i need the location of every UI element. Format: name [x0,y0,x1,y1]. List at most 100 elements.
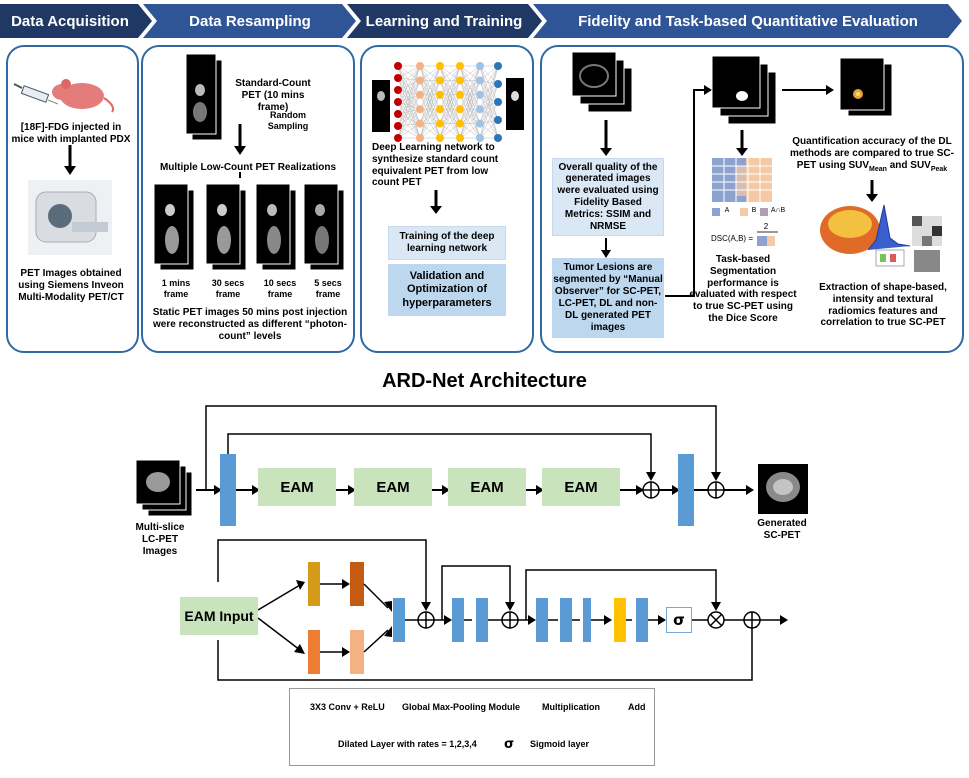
static-pet-text: Static PET images 50 mins post injection… [152,307,348,342]
nn-node [494,80,502,88]
nn-node [476,90,484,99]
dilated-block-2 [350,562,364,606]
dice-formula: DSC(A,B) = [710,234,753,243]
step-evaluation: Fidelity and Task-based Quantitative Eva… [578,12,918,30]
radiomics-graphic [820,204,942,272]
eam-conv-5 [560,598,572,642]
nn-node [456,105,464,114]
nn-node [476,134,484,142]
lesion-image-stack [839,57,893,117]
nn-node [436,105,444,114]
nn-node [476,105,484,114]
dilated-block-1 [308,562,320,606]
eam-conv-1 [393,598,405,642]
input-image-stack [135,459,193,517]
tumor-box: Tumor Lesions are segmented by “Manual O… [552,258,664,338]
eam-conv-7 [636,598,648,642]
eam-conv-4 [536,598,548,642]
output-image [758,464,808,514]
legend-b: B [751,207,757,214]
legend-sigmoid-label: Sigmoid layer [530,739,590,749]
nn-node [394,134,402,142]
nn-node [476,62,484,70]
nn-node [394,74,402,82]
standard-count-stack [185,53,223,141]
nn-node [494,116,502,124]
legend-box [289,688,655,766]
eam-conv-2 [452,598,464,642]
inject-text: [18F]-FDG injected in mice with implante… [11,122,131,145]
random-sampling-label: Random Sampling [267,110,309,131]
training-box: Training of the deep learning network [388,226,506,260]
architecture-title: ARD-Net Architecture [382,370,587,392]
nn-node [476,76,484,85]
chevron-acquisition [0,4,152,38]
multiple-low-count-label: Multiple Low-Count PET Realizations [159,162,337,173]
input-label: Multi-slice LC-PET Images [135,522,185,557]
legend-sigma-glyph: σ [503,736,515,752]
scanner-text: PET Images obtained using Siemens Inveon… [18,268,124,303]
chevron-training [347,4,542,38]
step-acquisition: Data Acquisition [11,12,129,30]
nn-node [416,90,424,99]
input-conv-block [220,454,236,526]
segmentation-text: Task-based Segmentation performance is e… [689,254,797,324]
eam-block-4: EAM [542,468,620,506]
nn-node [456,119,464,128]
frame-label-3: 10 secs frame [263,278,297,299]
eam-conv-6 [583,598,591,642]
legend-a: A [724,207,730,214]
nn-node [494,134,502,142]
legend-mult-label: Multiplication [542,702,600,712]
low-count-stacks [153,183,345,271]
nn-node [436,62,444,70]
dilated-block-3 [308,630,320,674]
nn-node [416,62,424,70]
neural-net-nodes [394,62,502,142]
network-graphic [372,78,524,132]
legend-add-label: Add [628,702,646,712]
eam-conv-3 [476,598,488,642]
output-label: Generated SC-PET [757,518,807,541]
segmented-mask-stack [711,55,777,125]
scanner-image [28,180,112,255]
header-chevrons [0,4,962,38]
nn-node [416,76,424,85]
dice-numerator: 2 [763,222,769,231]
quantification-text: Quantification accuracy of the DL method… [790,136,954,173]
legend-conv-label: 3X3 Conv + ReLU [310,702,385,712]
frame-label-2: 30 secs frame [211,278,245,299]
nn-node [456,90,464,99]
eam-input-block: EAM Input [180,597,258,635]
nn-node [394,122,402,130]
generated-images-stack [571,51,633,113]
eam-block-3: EAM [448,468,526,506]
nn-node [416,119,424,128]
frame-label-1: 1 mins frame [161,278,191,299]
eam-block-2: EAM [354,468,432,506]
nn-node [394,62,402,70]
step-training: Learning and Training [365,12,523,30]
nn-node [494,98,502,106]
nn-node [394,98,402,106]
overlap-grid [712,158,778,246]
quality-box: Overall quality of the generated images … [552,158,664,236]
standard-count-label: Standard-Count PET (10 mins frame) [235,78,311,113]
sigmoid-block: σ [666,607,692,633]
eam-gmp-block [614,598,626,642]
chevron-resampling [143,4,356,38]
mouse-icon [52,79,114,113]
nn-node [436,134,444,142]
legend-dilated-label: Dilated Layer with rates = 1,2,3,4 [338,739,477,749]
nn-node [416,105,424,114]
chevron-evaluation [533,4,962,38]
output-conv-block [678,454,694,526]
nn-node [456,62,464,70]
frame-label-4: 5 secs frame [314,278,342,299]
dl-description: Deep Learning network to synthesize stan… [372,142,499,189]
nn-node [494,62,502,70]
nn-node [456,134,464,142]
